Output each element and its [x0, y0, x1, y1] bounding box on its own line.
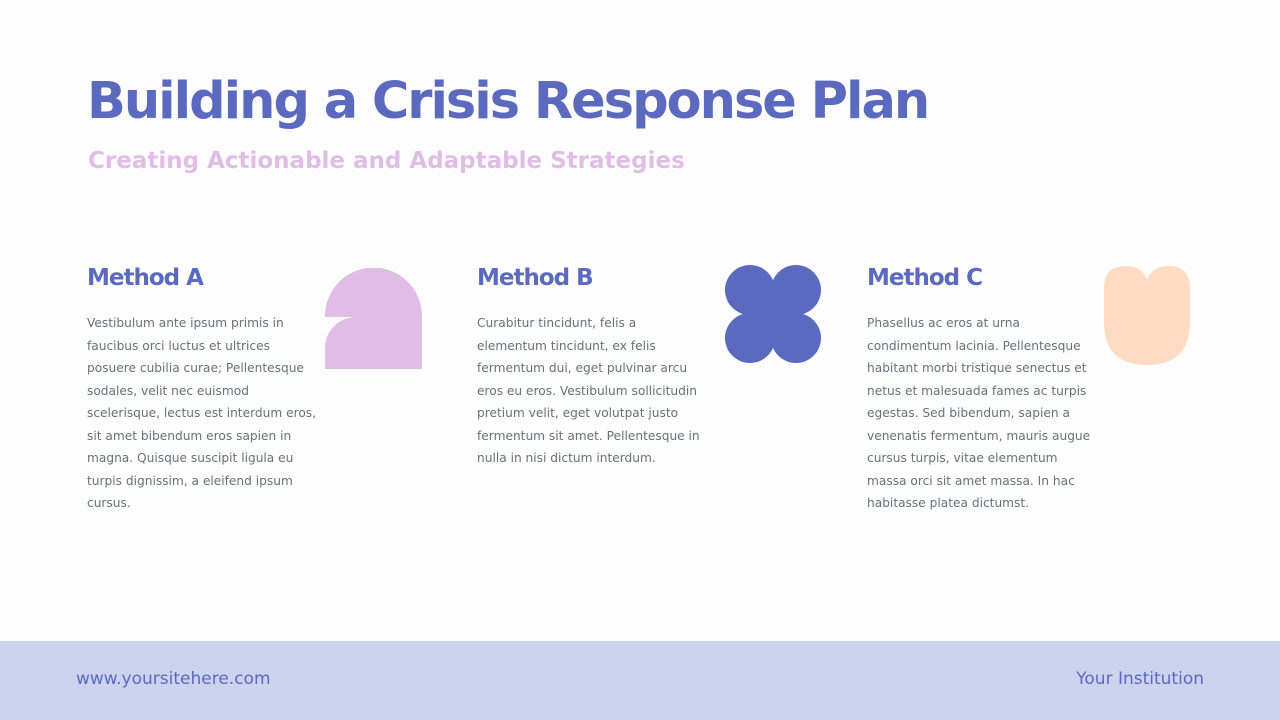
- arch-shape-icon: [325, 268, 422, 369]
- footer-bar: www.yoursitehere.com Your Institution: [0, 641, 1280, 720]
- footer-institution: Your Institution: [1076, 669, 1204, 689]
- method-a-title: Method A: [87, 265, 204, 291]
- footer-website-link[interactable]: www.yoursitehere.com: [76, 669, 271, 689]
- method-b-title: Method B: [477, 265, 594, 291]
- slide-subtitle: Creating Actionable and Adaptable Strate…: [88, 148, 685, 174]
- method-c-column: Method C Phasellus ac eros at urna condi…: [867, 262, 1107, 515]
- tulip-shape-icon: [1104, 266, 1190, 365]
- method-c-title: Method C: [867, 265, 983, 291]
- slide-title: Building a Crisis Response Plan: [87, 72, 930, 131]
- four-circle-flower-icon: [725, 265, 821, 363]
- method-a-description: Vestibulum ante ipsum primis in faucibus…: [87, 316, 317, 510]
- method-b-column: Method B Curabitur tincidunt, felis a el…: [477, 262, 717, 470]
- method-a-column: Method A Vestibulum ante ipsum primis in…: [87, 262, 327, 515]
- method-c-description: Phasellus ac eros at urna condimentum la…: [867, 316, 1091, 510]
- method-b-description: Curabitur tincidunt, felis a elementum t…: [477, 316, 700, 465]
